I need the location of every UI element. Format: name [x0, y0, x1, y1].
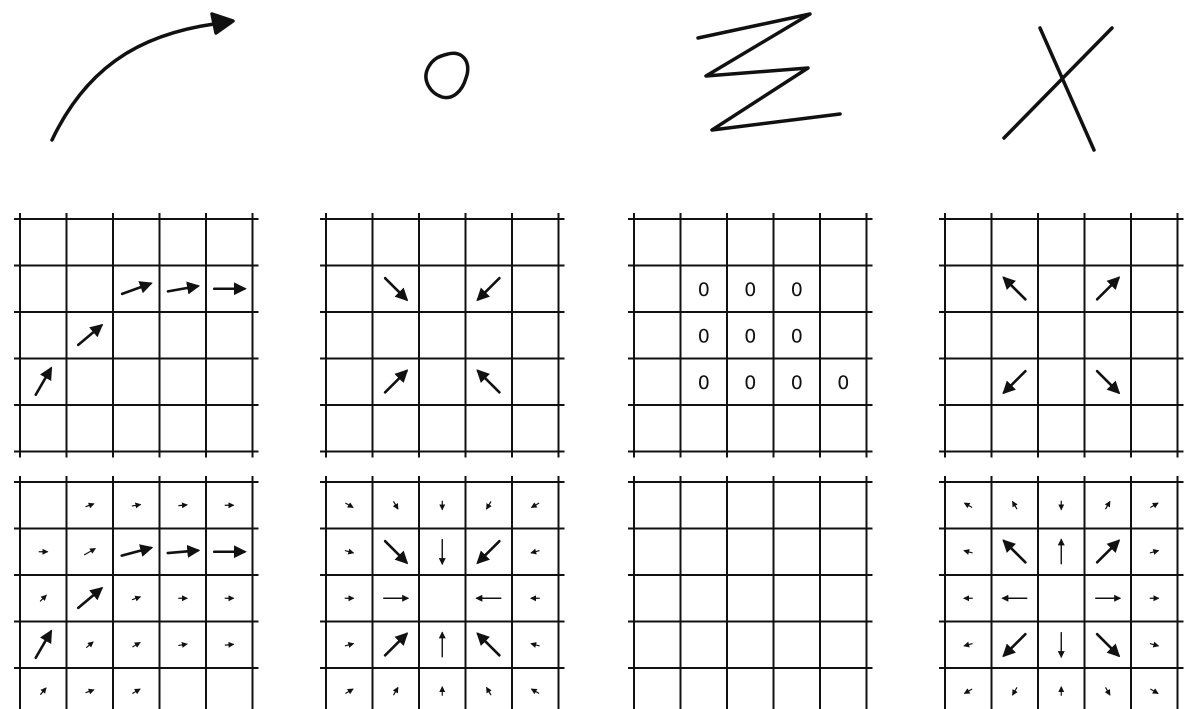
vector-arrow [168, 286, 198, 291]
vector-arrow [478, 371, 499, 392]
vector-arrow [478, 278, 499, 299]
zero-label: 0 [744, 372, 756, 394]
vector-arrow [168, 550, 198, 553]
vector-arrow [964, 644, 972, 646]
vector-arrow [225, 644, 233, 645]
grid-lines [628, 476, 873, 709]
field-grid-curve [14, 476, 259, 709]
vector-arrow [1097, 371, 1118, 392]
vector-arrow [532, 503, 539, 507]
zero-label: 0 [744, 325, 756, 347]
vector-arrow [1106, 688, 1110, 695]
grid-panels: 0 0 0 0 0 0 0 0 0 0 [14, 213, 1184, 709]
zero-label: 0 [698, 325, 710, 347]
vector-arrow [122, 284, 150, 294]
zero-grid-zigzag: 0 0 0 0 0 0 0 0 0 0 [628, 213, 873, 458]
arrow-grid-curve [14, 213, 259, 458]
vector-arrow [122, 548, 151, 556]
vector-arrow [487, 502, 491, 509]
zero-label: 0 [791, 325, 803, 347]
field-grid-loop [320, 476, 565, 709]
grid-lines [939, 213, 1184, 458]
vector-arrow [385, 371, 406, 392]
vector-arrow [487, 688, 491, 695]
vector-arrow [385, 634, 406, 655]
vector-arrow [478, 634, 499, 655]
grid-lines [320, 476, 565, 709]
cross-x-stroke [1004, 28, 1112, 150]
output-grid-row [14, 476, 1184, 709]
vector-arrow [385, 541, 406, 562]
grid-lines [939, 476, 1184, 709]
vector-arrow [1004, 371, 1025, 392]
vector-arrow [965, 689, 972, 693]
vector-arrow [965, 503, 972, 507]
vector-arrow [133, 689, 140, 693]
vector-arrow [179, 644, 187, 645]
vector-arrow [346, 689, 353, 693]
vector-arrow [132, 597, 140, 600]
vector-arrow [345, 644, 353, 646]
field-grid-cross [939, 476, 1184, 709]
vector-arrow [87, 642, 93, 647]
vector-arrow [85, 549, 95, 555]
vector-arrow [1150, 551, 1158, 553]
vector-arrow [133, 643, 140, 647]
vector-arrow [385, 278, 406, 299]
vector-arrow [1013, 688, 1017, 695]
grid-lines [14, 476, 259, 709]
curved-arrow-head [212, 14, 233, 33]
stroke-row [52, 14, 1112, 150]
vector-arrow [36, 369, 51, 395]
vector-arrow [1097, 541, 1118, 562]
vector-arrow [41, 688, 46, 694]
vector-arrow [1150, 644, 1158, 646]
vector-arrow [1151, 689, 1158, 693]
vector-arrow [1097, 278, 1118, 299]
vector-arrow [1004, 278, 1025, 299]
zero-label: 0 [698, 279, 710, 301]
vector-arrow [394, 688, 398, 695]
grid-lines [14, 213, 259, 458]
small-loop-stroke [426, 53, 468, 97]
arrow-grid-loop [320, 213, 565, 458]
vector-arrow [394, 502, 398, 509]
curved-arrow-stroke [52, 22, 230, 140]
vector-arrow [1106, 502, 1110, 509]
vector-arrow [132, 505, 140, 506]
vector-arrow [78, 589, 101, 608]
grid-lines [320, 213, 565, 458]
vector-arrow [531, 551, 539, 553]
vector-arrow [478, 541, 499, 562]
arrow-grid-cross [939, 213, 1184, 458]
vector-arrow [40, 595, 46, 601]
vector-arrow [86, 690, 94, 693]
zero-label: 0 [837, 372, 849, 394]
vector-arrow [1004, 634, 1025, 655]
vector-arrow [1151, 503, 1158, 507]
vector-arrow [531, 644, 539, 646]
zero-label: 0 [744, 279, 756, 301]
vector-arrow [1097, 634, 1118, 655]
vector-arrow [78, 326, 101, 345]
vector-arrow [1004, 541, 1025, 562]
vector-arrow [86, 504, 94, 507]
vector-arrow [532, 689, 539, 693]
empty-grid-zigzag [628, 476, 873, 709]
vector-arrow [1013, 502, 1017, 509]
zero-label: 0 [791, 279, 803, 301]
vector-arrow [179, 505, 187, 506]
vector-arrow [346, 503, 353, 507]
vector-arrow [964, 551, 972, 553]
zero-label: 0 [698, 372, 710, 394]
vector-arrow [36, 632, 51, 658]
vector-arrow [345, 551, 353, 553]
zero-label: 0 [791, 372, 803, 394]
zigzag-stroke [698, 14, 840, 130]
input-grid-row: 0 0 0 0 0 0 0 0 0 0 [14, 213, 1184, 458]
